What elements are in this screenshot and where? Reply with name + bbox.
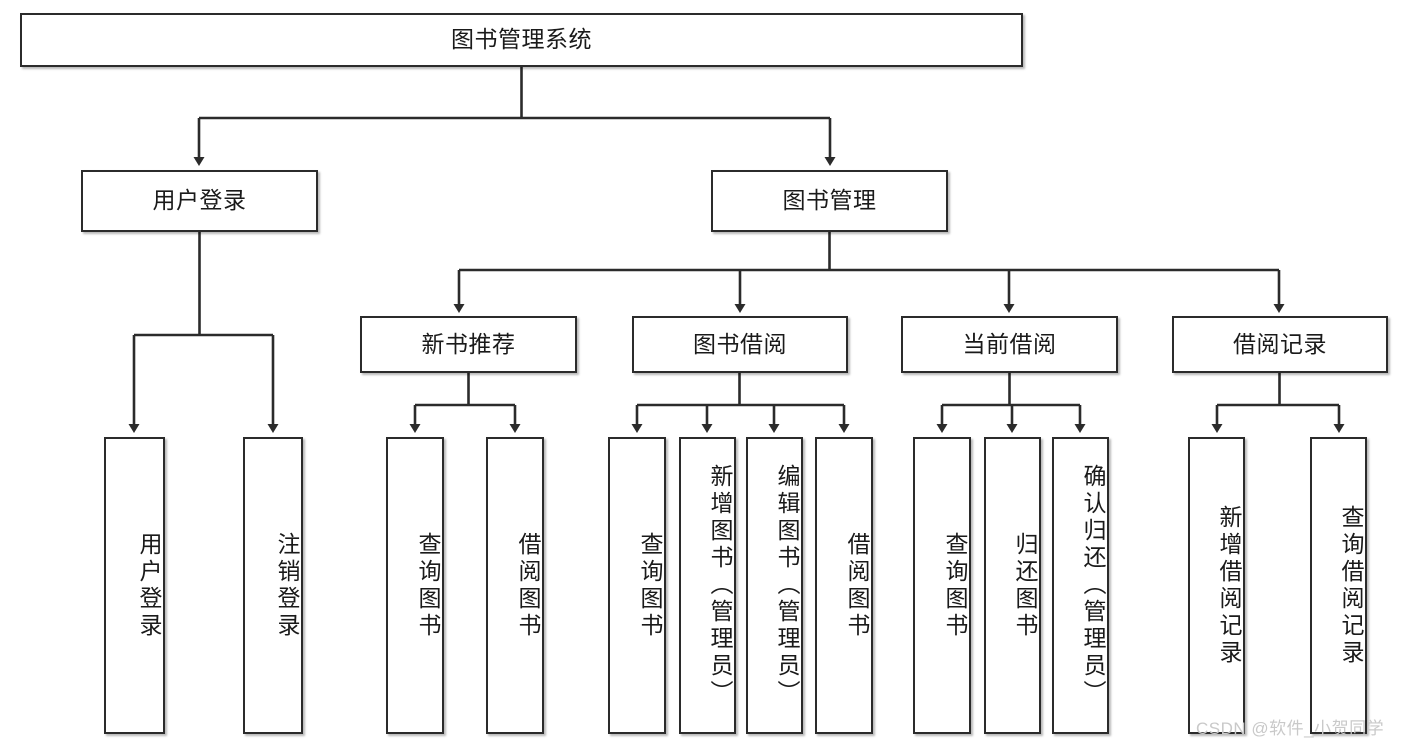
leaf-label: 借阅图书	[515, 531, 541, 640]
leaf-return-book[interactable]: 归还图书	[984, 437, 1041, 734]
leaf-query-book-borrow[interactable]: 查询图书	[608, 437, 666, 734]
leaf-query-book-recommend[interactable]: 查询图书	[386, 437, 444, 734]
leaf-label: 查询图书	[415, 531, 441, 640]
leaf-borrow-book[interactable]: 借阅图书	[815, 437, 873, 734]
leaf-logout[interactable]: 注销登录	[243, 437, 303, 734]
leaf-label: 新增图书（管理员）	[707, 464, 733, 707]
leaf-query-book-current[interactable]: 查询图书	[913, 437, 971, 734]
leaf-confirm-return-admin[interactable]: 确认归还（管理员）	[1052, 437, 1109, 734]
leaf-label: 查询借阅记录	[1338, 504, 1364, 667]
leaf-label: 确认归还（管理员）	[1080, 464, 1106, 707]
leaf-query-borrow-record[interactable]: 查询借阅记录	[1310, 437, 1367, 734]
leaf-label: 查询图书	[942, 531, 968, 640]
node-new-book-recommend[interactable]: 新书推荐	[360, 316, 577, 373]
leaf-edit-book-admin[interactable]: 编辑图书（管理员）	[746, 437, 803, 734]
node-book-borrow[interactable]: 图书借阅	[632, 316, 848, 373]
leaf-label: 新增借阅记录	[1216, 504, 1242, 667]
node-book-manage[interactable]: 图书管理	[711, 170, 948, 232]
leaf-label: 归还图书	[1012, 531, 1038, 640]
leaf-label: 查询图书	[637, 531, 663, 640]
leaf-label: 借阅图书	[844, 531, 870, 640]
leaf-add-book-admin[interactable]: 新增图书（管理员）	[679, 437, 736, 734]
leaf-label: 用户登录	[136, 531, 162, 640]
leaf-user-login[interactable]: 用户登录	[104, 437, 165, 734]
leaf-label: 注销登录	[274, 531, 300, 640]
node-root-system[interactable]: 图书管理系统	[20, 13, 1023, 67]
node-user-login[interactable]: 用户登录	[81, 170, 318, 232]
leaf-label: 编辑图书（管理员）	[774, 464, 800, 707]
leaf-borrow-book-recommend[interactable]: 借阅图书	[486, 437, 544, 734]
node-borrow-record[interactable]: 借阅记录	[1172, 316, 1388, 373]
leaf-add-borrow-record[interactable]: 新增借阅记录	[1188, 437, 1245, 734]
node-current-borrow[interactable]: 当前借阅	[901, 316, 1118, 373]
